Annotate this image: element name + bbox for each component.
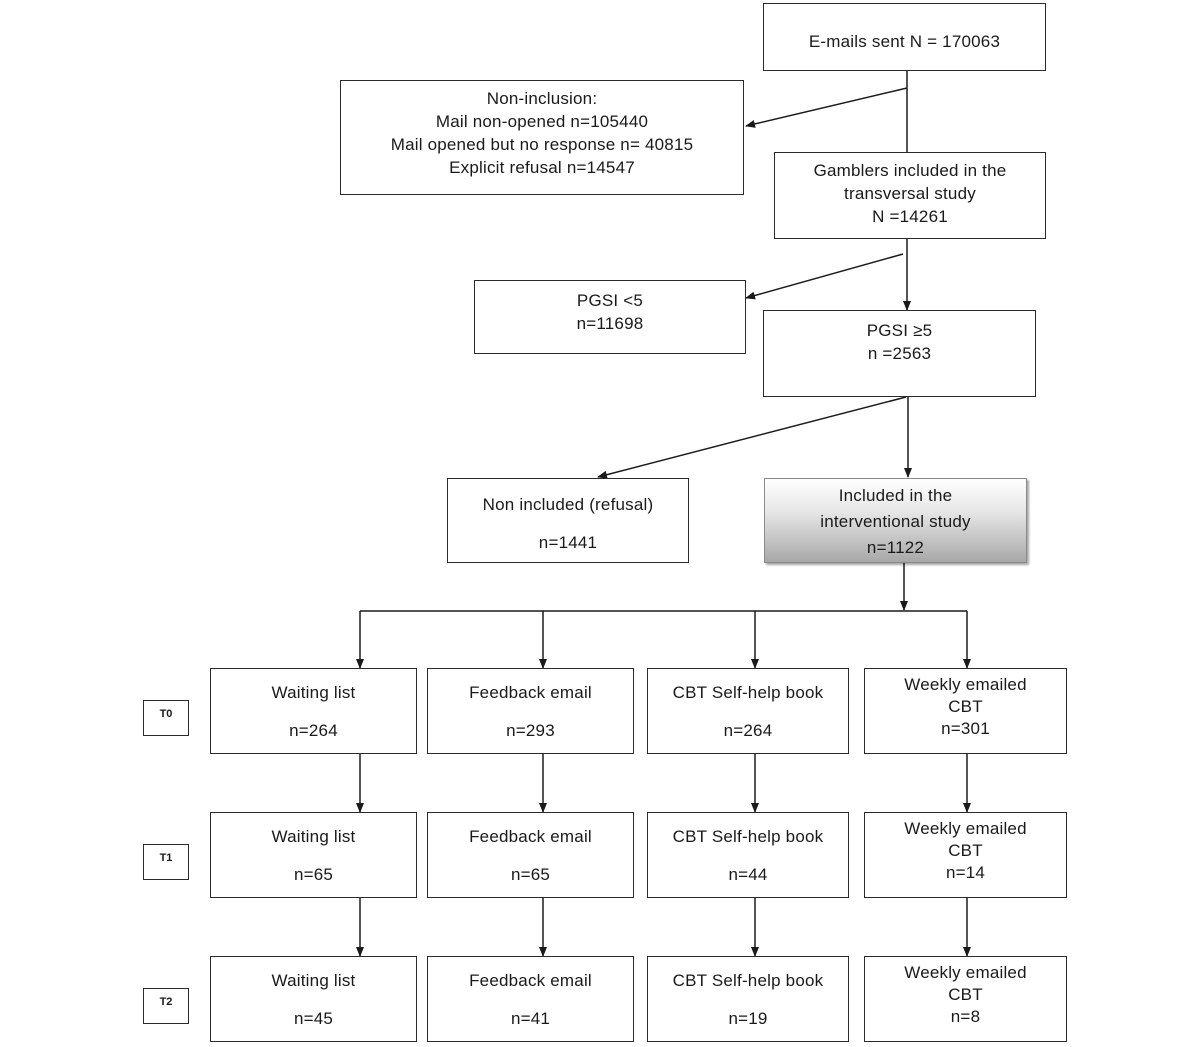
arm-name: CBT Self-help book bbox=[672, 971, 824, 990]
arm-name: Waiting list bbox=[271, 827, 356, 846]
arm-count: n=65 bbox=[510, 865, 551, 884]
arm-box-waiting-list-t0: Waiting list n=264 bbox=[210, 668, 417, 754]
arm-box-feedback-email-t1: Feedback email n=65 bbox=[427, 812, 634, 898]
non-inclusion-box: Non-inclusion: Mail non-opened n=105440 … bbox=[340, 80, 744, 195]
interventional-count: n=1122 bbox=[866, 538, 925, 557]
arm-name: Feedback email bbox=[469, 683, 592, 702]
arm-count: n=264 bbox=[289, 721, 338, 740]
arm-count: n=41 bbox=[510, 1009, 551, 1028]
pgsi-low-box: PGSI <5 n=11698 bbox=[474, 280, 746, 354]
arm-count: n=293 bbox=[506, 721, 555, 740]
arm-box-waiting-list-t1: Waiting list n=65 bbox=[210, 812, 417, 898]
arrow-to-pgsi-low bbox=[745, 253, 904, 300]
arm-box-feedback-email-t0: Feedback email n=293 bbox=[427, 668, 634, 754]
arm-count: n=19 bbox=[728, 1009, 768, 1028]
arm-name: Feedback email bbox=[469, 971, 592, 990]
arrow-to-non-inclusion bbox=[745, 87, 908, 128]
transversal-count: N =14261 bbox=[872, 207, 948, 226]
pgsi-high-count: n =2563 bbox=[867, 344, 932, 363]
arm-box-cbt-self-help-book-t0: CBT Self-help book n=264 bbox=[647, 668, 849, 754]
timepoint-label-t1: T1 bbox=[143, 844, 189, 880]
arm-name-line: CBT bbox=[948, 841, 983, 860]
pgsi-high-label: PGSI ≥5 bbox=[866, 321, 933, 340]
arm-box-cbt-self-help-book-t2: CBT Self-help book n=19 bbox=[647, 956, 849, 1042]
arm-name: Waiting list bbox=[271, 971, 356, 990]
arm-name: Feedback email bbox=[469, 827, 592, 846]
arm-box-waiting-list-t2: Waiting list n=45 bbox=[210, 956, 417, 1042]
non-inclusion-no-response: Mail opened but no response n= 40815 bbox=[390, 135, 694, 154]
interventional-study-box: Included in the interventional study n=1… bbox=[764, 478, 1027, 563]
arm-count: n=8 bbox=[950, 1007, 981, 1026]
arm-name-line: CBT bbox=[948, 697, 983, 716]
arm-name: CBT Self-help book bbox=[672, 683, 824, 702]
transversal-study-box: Gamblers included in the transversal stu… bbox=[774, 152, 1046, 239]
arm-count: n=45 bbox=[293, 1009, 334, 1028]
arm-name: Waiting list bbox=[271, 683, 356, 702]
emails-sent-text: E-mails sent N = 170063 bbox=[808, 32, 1001, 51]
interventional-line-2: interventional study bbox=[820, 512, 971, 531]
arm-count: n=264 bbox=[723, 721, 773, 740]
arm-name: CBT Self-help book bbox=[672, 827, 824, 846]
non-inclusion-mail-non-opened: Mail non-opened n=105440 bbox=[435, 112, 649, 131]
non-inclusion-explicit-refusal: Explicit refusal n=14547 bbox=[449, 158, 635, 177]
non-inclusion-heading: Non-inclusion: bbox=[486, 89, 598, 108]
arm-count: n=65 bbox=[293, 865, 334, 884]
non-included-count: n=1441 bbox=[538, 533, 598, 552]
non-included-refusal-box: Non included (refusal) n=1441 bbox=[447, 478, 689, 563]
arm-box-feedback-email-t2: Feedback email n=41 bbox=[427, 956, 634, 1042]
non-included-label: Non included (refusal) bbox=[482, 495, 654, 514]
arm-name-line: CBT bbox=[948, 985, 983, 1004]
arrow-to-non-included bbox=[597, 396, 907, 479]
pgsi-low-label: PGSI <5 bbox=[576, 291, 644, 310]
pgsi-high-box: PGSI ≥5 n =2563 bbox=[763, 310, 1036, 397]
arm-name-line: Weekly emailed bbox=[904, 963, 1027, 982]
arm-count: n=44 bbox=[728, 865, 768, 884]
interventional-line-1: Included in the bbox=[838, 486, 953, 505]
transversal-line-1: Gamblers included in the bbox=[813, 161, 1007, 180]
arm-count: n=301 bbox=[941, 719, 990, 738]
timepoint-label-t0: T0 bbox=[143, 700, 189, 736]
arm-name-line: Weekly emailed bbox=[904, 675, 1027, 694]
arm-name-line: Weekly emailed bbox=[904, 819, 1027, 838]
arm-count: n=14 bbox=[945, 863, 986, 882]
transversal-line-2: transversal study bbox=[844, 184, 976, 203]
arm-box-cbt-self-help-book-t1: CBT Self-help book n=44 bbox=[647, 812, 849, 898]
timepoint-label-t2: T2 bbox=[143, 988, 189, 1024]
pgsi-low-count: n=11698 bbox=[576, 314, 644, 333]
emails-sent-box: E-mails sent N = 170063 bbox=[763, 3, 1046, 71]
